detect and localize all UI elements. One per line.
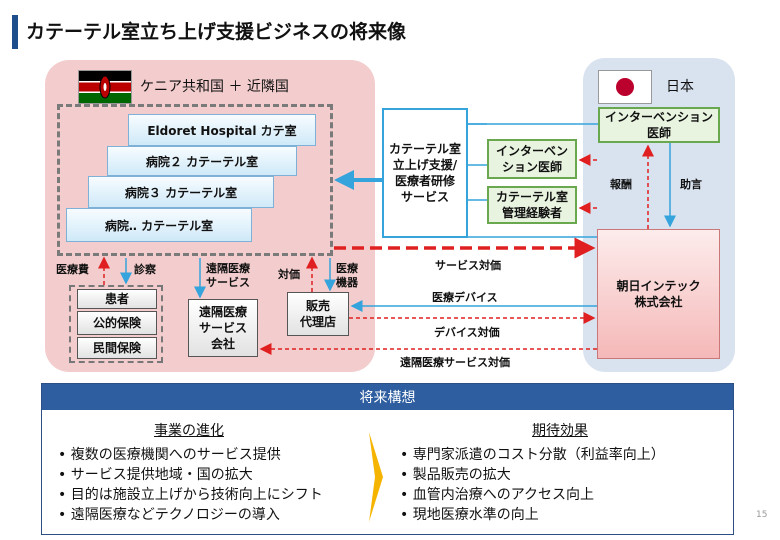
hospital-group [57,104,333,256]
list-item: 製品販売の拡大 [400,465,665,485]
diagnosis-label: 診察 [134,263,156,276]
remote-medical-company: 遠隔医療 サービス 会社 [188,299,258,357]
payment-label: 対価 [278,268,300,281]
list-item: 遠隔医療などテクノロジーの導入 [58,505,323,525]
business-evolution-list: 複数の医療機関へのサービス提供 サービス提供地域・国の拡大 目的は施設立上げから… [58,445,323,525]
remote-service-label: 遠隔医療 サービス [206,262,250,290]
list-item: 目的は施設立上げから技術向上にシフト [58,485,323,505]
advice-label: 助言 [680,178,702,191]
hospital-4: 病院‥ カテーテル室 [66,208,252,242]
kenya-region-label: ケニア共和国 ＋ 近隣国 [140,79,289,95]
device-payment-label: デバイス対価 [434,326,500,339]
hospital-2: 病院２ カテーテル室 [107,146,297,176]
remote-service-payment-label: 遠隔医療サービス対価 [400,356,510,369]
medical-device-label: 医療デバイス [432,291,498,304]
japan-flag-icon [598,70,652,104]
patient-group [69,285,163,363]
japan-region-label: 日本 [666,79,694,95]
private-insurance-box: 民間保険 [77,337,157,359]
medical-device-short-label: 医療 機器 [336,262,358,290]
expected-effects-title: 期待効果 [532,423,588,439]
list-item: 複数の医療機関へのサービス提供 [58,445,323,465]
patient-box: 患者 [77,289,157,309]
medical-fee-label: 医療費 [56,263,89,276]
hospital-3: 病院３ カテーテル室 [88,176,274,208]
japan-doctor-box: インターベンション 医師 [598,107,720,143]
future-panel-header: 将来構想 [42,384,733,410]
chevron-right-icon [369,432,389,526]
list-item: 血管内治療へのアクセス向上 [400,485,665,505]
support-service-box: カテーテル室 立上げ支援/ 医療者研修 サービス [382,108,468,238]
cath-lab-manager-box: カテーテル室 管理経験者 [487,186,577,224]
business-evolution-title: 事業の進化 [154,423,224,439]
expected-effects-list: 専門家派遣のコスト分散（利益率向上） 製品販売の拡大 血管内治療へのアクセス向上… [400,445,665,525]
page-number: 15 [756,510,768,520]
future-panel [41,383,734,535]
title-accent-bar [12,15,18,49]
list-item: 現地医療水準の向上 [400,505,665,525]
list-item: サービス提供地域・国の拡大 [58,465,323,485]
asahi-intecc-box: 朝日インテック 株式会社 [597,229,720,359]
kenya-flag-icon [78,70,132,104]
interventional-doctor-box: インターベン ション医師 [487,139,577,179]
list-item: 専門家派遣のコスト分散（利益率向上） [400,445,665,465]
reward-label: 報酬 [610,178,632,191]
flow-arrows [98,123,676,355]
public-insurance-box: 公的保険 [77,311,157,335]
service-payment-label: サービス対価 [435,259,501,272]
sales-agent: 販売 代理店 [287,292,349,336]
page-title: カテーテル室立ち上げ支援ビジネスの将来像 [26,21,407,43]
hospital-eldoret: Eldoret Hospital カテ室 [128,114,316,146]
